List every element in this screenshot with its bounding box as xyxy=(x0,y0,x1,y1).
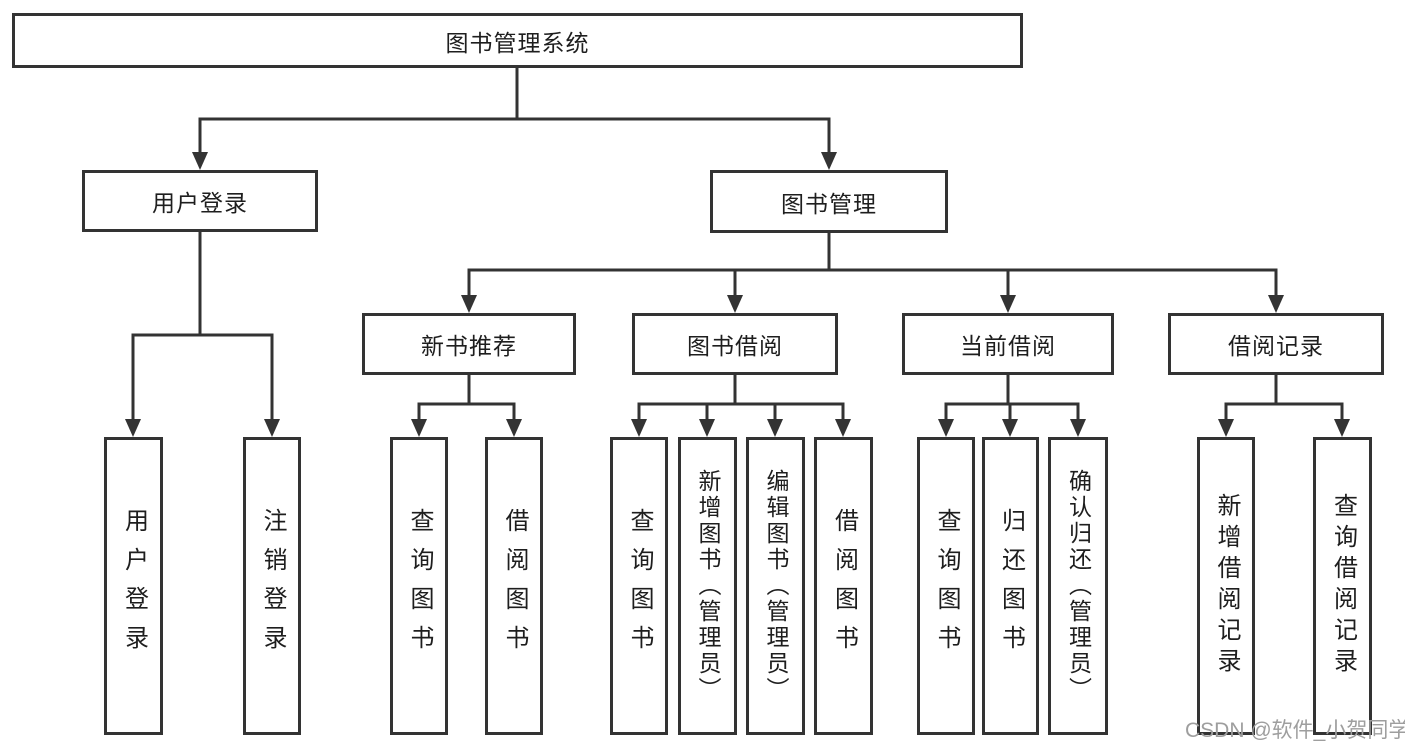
arrowhead-icon xyxy=(461,295,477,313)
node-label: 用户登录 xyxy=(152,190,248,216)
connector-book-mgmt-to-level3 xyxy=(467,233,1278,299)
node-label: 用户登录 xyxy=(120,508,148,664)
node-library-system: 图书管理系统 xyxy=(12,13,1023,68)
arrowhead-icon xyxy=(1000,295,1016,313)
leaf-edit-books-admin: 编辑图书（管理员） xyxy=(746,437,805,735)
node-new-book-recommend: 新书推荐 xyxy=(362,313,576,375)
arrowhead-icon xyxy=(1268,295,1284,313)
leaf-logout: 注销登录 xyxy=(243,437,301,735)
arrowhead-icon xyxy=(1002,419,1018,437)
connector-borrow-records-to-leaves xyxy=(1224,375,1344,423)
node-label: 查询图书 xyxy=(406,508,433,664)
arrowhead-icon xyxy=(506,419,522,437)
node-label: 编辑图书（管理员） xyxy=(763,469,789,703)
arrowhead-icon xyxy=(192,152,208,170)
node-label: 图书借阅 xyxy=(687,333,783,359)
leaf-query-books-3: 查询图书 xyxy=(917,437,975,735)
leaf-user-login: 用户登录 xyxy=(104,437,163,735)
node-label: 新增借阅记录 xyxy=(1213,493,1240,679)
node-book-borrowing: 图书借阅 xyxy=(632,313,838,375)
arrowhead-icon xyxy=(938,419,954,437)
connector-book-borrow-to-leaves xyxy=(637,375,845,423)
arrowhead-icon xyxy=(767,419,783,437)
node-borrowing-records: 借阅记录 xyxy=(1168,313,1384,375)
node-user-login: 用户登录 xyxy=(82,170,318,232)
connector-root-to-level2 xyxy=(198,68,831,156)
leaf-return-books: 归还图书 xyxy=(982,437,1039,735)
arrowhead-icon xyxy=(835,419,851,437)
leaf-query-books-1: 查询图书 xyxy=(390,437,448,735)
node-label: 确认归还（管理员） xyxy=(1065,469,1092,703)
node-label: 归还图书 xyxy=(997,508,1025,664)
leaf-query-books-2: 查询图书 xyxy=(610,437,668,735)
node-label: 查询图书 xyxy=(933,508,960,664)
node-label: 借阅图书 xyxy=(830,508,858,664)
node-label: 借阅记录 xyxy=(1228,333,1324,359)
leaf-borrow-books-1: 借阅图书 xyxy=(485,437,543,735)
node-label: 新书推荐 xyxy=(421,333,517,359)
node-label: 借阅图书 xyxy=(501,508,528,664)
connector-user-login-to-leaves xyxy=(131,232,274,423)
arrowhead-icon xyxy=(411,419,427,437)
leaf-confirm-return-admin: 确认归还（管理员） xyxy=(1048,437,1108,735)
leaf-query-borrow-record: 查询借阅记录 xyxy=(1313,437,1372,735)
arrowhead-icon xyxy=(1070,419,1086,437)
leaf-add-borrow-record: 新增借阅记录 xyxy=(1197,437,1255,735)
arrowhead-icon xyxy=(631,419,647,437)
node-label: 查询图书 xyxy=(626,508,653,664)
arrowheads xyxy=(125,152,1350,437)
arrowhead-icon xyxy=(125,419,141,437)
arrowhead-icon xyxy=(1218,419,1234,437)
node-label: 查询借阅记录 xyxy=(1329,493,1357,679)
node-book-management: 图书管理 xyxy=(710,170,948,233)
connector-new-book-rec-to-leaves xyxy=(417,375,516,423)
leaf-borrow-books-2: 借阅图书 xyxy=(814,437,873,735)
arrowhead-icon xyxy=(727,295,743,313)
connector-current-borrow-to-leaves xyxy=(944,375,1080,423)
node-label: 当前借阅 xyxy=(960,333,1056,359)
node-label: 新增图书（管理员） xyxy=(695,469,721,703)
arrowhead-icon xyxy=(821,152,837,170)
node-label: 注销登录 xyxy=(259,508,286,664)
arrowhead-icon xyxy=(264,419,280,437)
node-label: 图书管理系统 xyxy=(445,29,590,56)
csdn-watermark: CSDN @软件_小贺同学 xyxy=(1185,719,1405,742)
node-current-borrowing: 当前借阅 xyxy=(902,313,1114,375)
arrowhead-icon xyxy=(1334,419,1350,437)
arrowhead-icon xyxy=(699,419,715,437)
leaf-add-books-admin: 新增图书（管理员） xyxy=(678,437,737,735)
node-label: 图书管理 xyxy=(781,190,877,217)
